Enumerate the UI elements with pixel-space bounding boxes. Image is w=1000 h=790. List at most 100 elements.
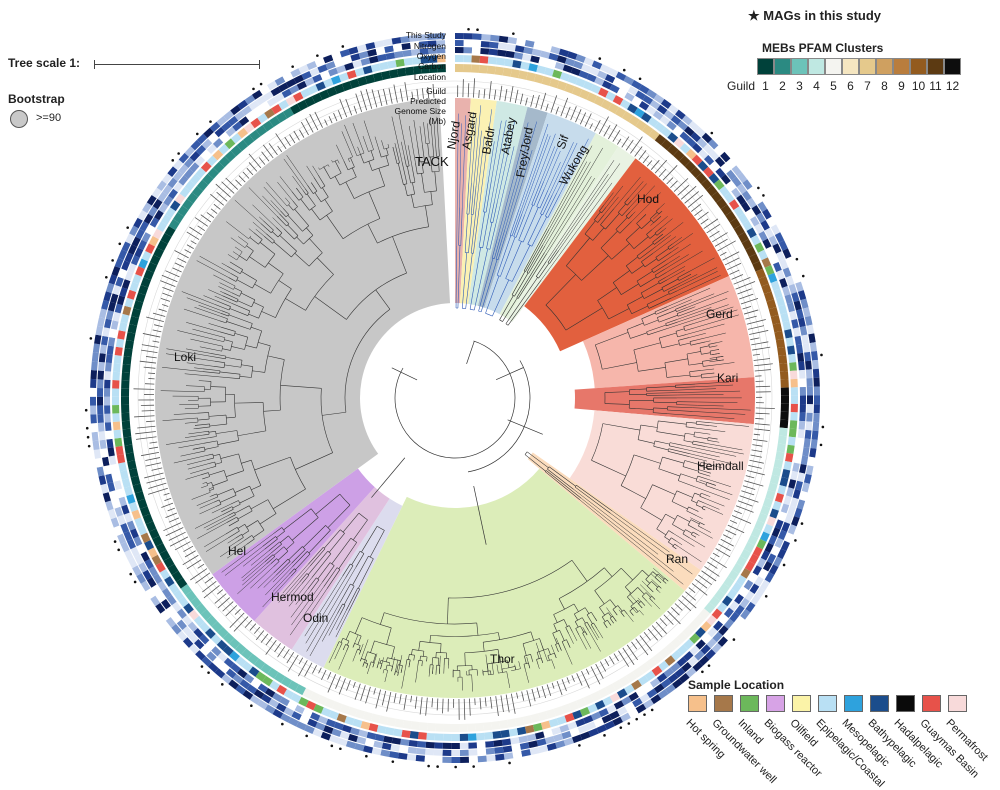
guild-ring-segment (483, 722, 492, 731)
mag-star-icon (802, 275, 805, 278)
genome-size-bar (211, 209, 217, 214)
guild-ring-segment (518, 70, 528, 79)
location-ring-segment (117, 330, 125, 339)
guild-ring-segment (507, 718, 516, 727)
metabolism-ring-segment (372, 748, 382, 756)
metabolism-ring-segment (485, 741, 494, 748)
guild-ring-segment (491, 721, 500, 730)
metabolism-ring-segment (365, 739, 375, 747)
metabolism-ring-segment (93, 441, 100, 451)
metabolism-ring-segment (807, 387, 813, 396)
metabolism-ring-segment (107, 346, 114, 355)
location-ring-segment (371, 64, 381, 73)
genome-size-bar (287, 652, 294, 663)
metabolism-ring-segment (408, 747, 417, 754)
metabolism-ring-segment (799, 464, 807, 474)
location-ring-segment (116, 338, 124, 347)
genome-size-bar (489, 81, 491, 99)
genome-size-bar (668, 611, 681, 624)
metabolism-ring-segment (91, 370, 98, 379)
metabolism-ring-segment (392, 737, 401, 744)
mag-star-icon (578, 744, 581, 747)
metabolism-ring-segment (521, 749, 531, 757)
mag-star-icon (342, 45, 345, 48)
metabolism-ring-segment (340, 49, 350, 57)
genome-size-bar (639, 150, 646, 159)
metabolism-ring-segment (530, 747, 540, 755)
guild-ring-segment (475, 723, 484, 732)
location-ring-segment (504, 59, 513, 67)
mag-star-icon (87, 436, 90, 439)
genome-size-bar (276, 133, 286, 148)
guild-ring-segment (452, 724, 460, 732)
mag-star-icon (114, 540, 117, 543)
mag-star-icon (207, 671, 210, 674)
metabolism-ring-segment (814, 395, 820, 404)
metabolism-ring-segment (109, 456, 116, 465)
metabolism-ring-segment (350, 53, 360, 61)
genome-size-bar (517, 693, 518, 699)
genome-size-bar (586, 669, 589, 675)
mag-star-icon (105, 276, 108, 279)
guild-ring-segment (123, 356, 132, 365)
mag-star-icon (801, 522, 804, 525)
location-ring-segment (790, 420, 798, 429)
metabolism-ring-segment (106, 430, 113, 439)
metabolism-ring-segment (97, 317, 105, 327)
metabolism-ring-segment (382, 743, 392, 751)
location-ring-segment (385, 727, 394, 735)
metabolism-ring-segment (785, 294, 793, 304)
metabolism-ring-segment (477, 742, 486, 749)
metabolism-ring-segment (398, 753, 408, 760)
metabolism-ring-segment (805, 430, 812, 439)
genome-size-bar (374, 688, 376, 694)
metabolism-ring-segment (791, 319, 799, 329)
metabolism-ring-segment (540, 51, 550, 59)
metabolism-ring-segment (115, 304, 123, 314)
guild-ring-segment (121, 405, 129, 413)
metabolism-ring-segment (106, 310, 114, 320)
mag-star-icon (619, 726, 622, 729)
mag-star-icon (129, 573, 132, 576)
clade-label: Odin (303, 611, 328, 625)
location-ring-segment (112, 405, 119, 414)
metabolism-ring-segment (468, 742, 477, 748)
genome-size-bar (713, 553, 719, 557)
genome-size-bar (640, 636, 652, 651)
metabolism-ring-segment (425, 749, 434, 756)
genome-size-bar (737, 289, 751, 294)
metabolism-ring-segment (106, 439, 113, 448)
metabolism-ring-segment (344, 62, 354, 70)
genome-size-bar (738, 501, 753, 506)
metabolism-ring-segment (113, 312, 121, 322)
metabolism-ring-segment (527, 734, 537, 742)
metabolism-ring-segment (502, 739, 511, 746)
location-ring-segment (451, 734, 459, 741)
metabolism-ring-segment (109, 329, 116, 338)
location-ring-segment (112, 397, 119, 405)
metabolism-ring-segment (96, 326, 104, 336)
metabolism-ring-segment (800, 396, 806, 405)
metabolism-ring-segment (790, 471, 798, 481)
location-ring-segment (418, 732, 427, 740)
genome-size-bar (187, 232, 199, 240)
mag-star-icon (201, 665, 204, 668)
metabolism-ring-segment (106, 283, 114, 293)
genome-size-bar (347, 680, 351, 690)
metabolism-ring-segment (111, 320, 119, 330)
track-label: Predicted (410, 96, 446, 106)
genome-size-bar (522, 692, 524, 701)
metabolism-ring-segment (102, 327, 110, 337)
genome-size-bar (755, 424, 770, 425)
genome-size-bar (175, 250, 189, 257)
genome-size-bar (670, 181, 677, 188)
mag-star-icon (623, 69, 626, 72)
genome-size-bar (353, 682, 355, 688)
metabolism-ring-segment (788, 479, 796, 489)
genome-size-bar (202, 581, 216, 592)
metabolism-ring-segment (117, 295, 125, 305)
location-ring-segment (492, 731, 501, 739)
genome-size-bar (183, 546, 192, 551)
metabolism-ring-segment (102, 457, 109, 467)
